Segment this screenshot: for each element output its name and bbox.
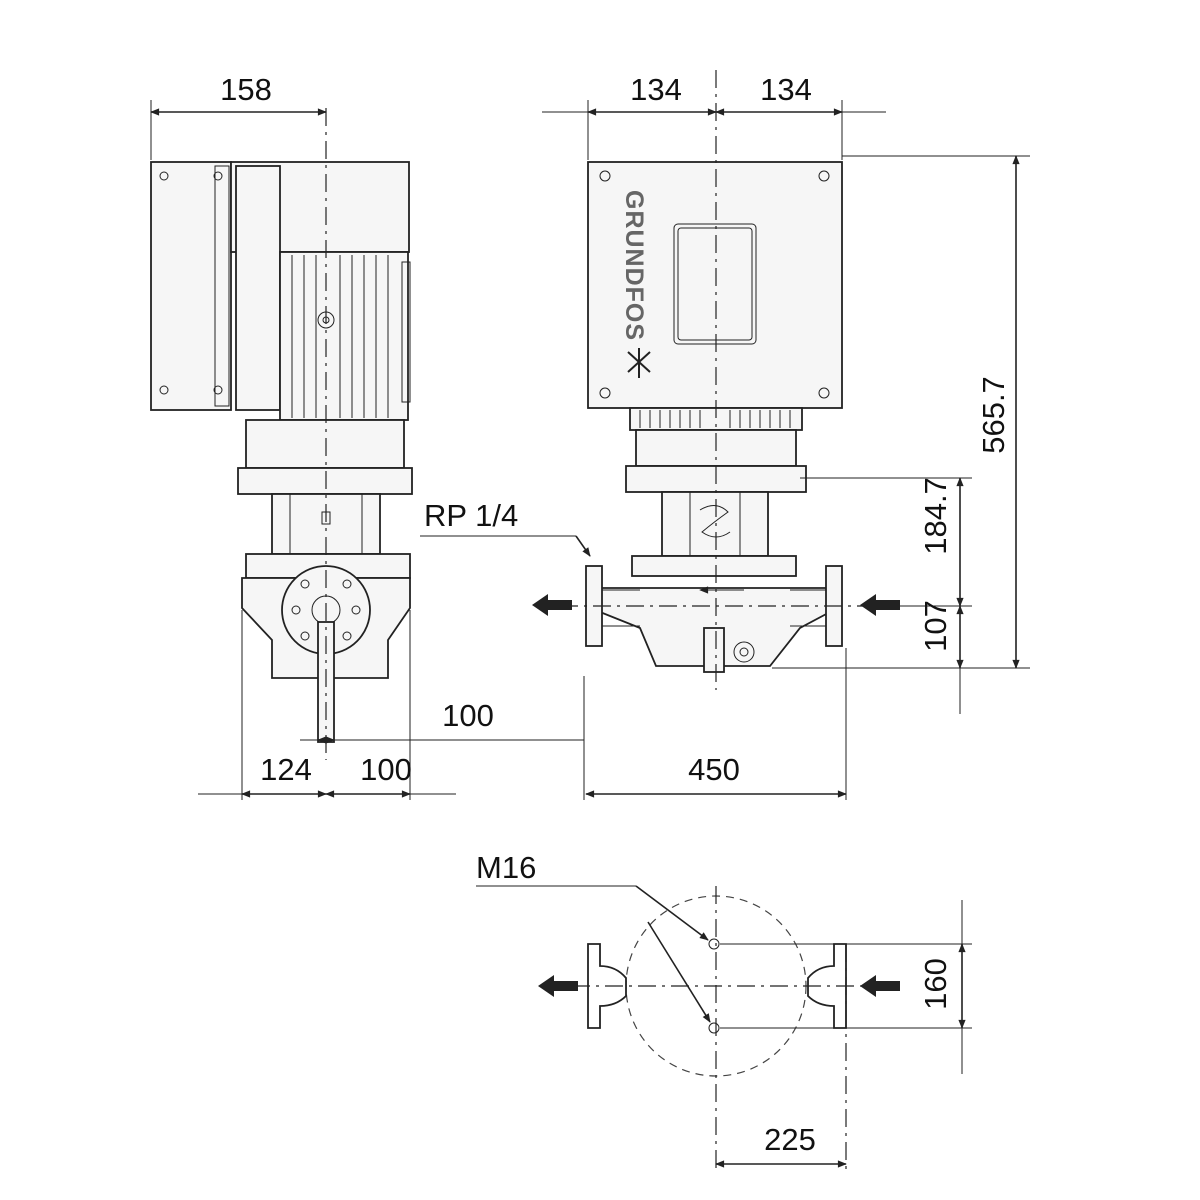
dim-base-right: 100: [360, 752, 412, 787]
dim-base-left: 124: [260, 752, 312, 787]
dim-flange-to-head: 184.7: [918, 477, 953, 555]
footprint-inlet-arrow-icon: [860, 975, 900, 997]
dim-front-half-right: 134: [760, 72, 812, 107]
inlet-flow-arrow-icon: [860, 594, 900, 616]
outlet-flow-arrow-icon: [532, 594, 572, 616]
dim-overall-height: 565.7: [976, 376, 1011, 454]
dim-side-width: 158: [220, 72, 272, 107]
footprint-outlet-arrow-icon: [538, 975, 578, 997]
dim-bolt-spacing: 160: [918, 958, 953, 1010]
dim-foot-offset: 100: [442, 698, 494, 733]
callout-bolt-thread: M16: [476, 850, 536, 885]
grundfos-logo-icon: [627, 348, 651, 378]
side-view: [150, 108, 413, 760]
footprint-view: [538, 886, 900, 1170]
front-view: GRUNDFOS: [532, 70, 900, 690]
side-fins: [291, 255, 389, 418]
dim-foot-pitch: 225: [764, 1122, 816, 1157]
front-fins: [639, 410, 791, 428]
dim-port-height: 107: [918, 600, 953, 652]
dimension-lines: [150, 100, 1030, 1168]
dim-port-to-port: 450: [688, 752, 740, 787]
callout-vent-port: RP 1/4: [424, 498, 518, 533]
brand-logo-text: GRUNDFOS: [620, 190, 648, 341]
dim-front-half-left: 134: [630, 72, 682, 107]
